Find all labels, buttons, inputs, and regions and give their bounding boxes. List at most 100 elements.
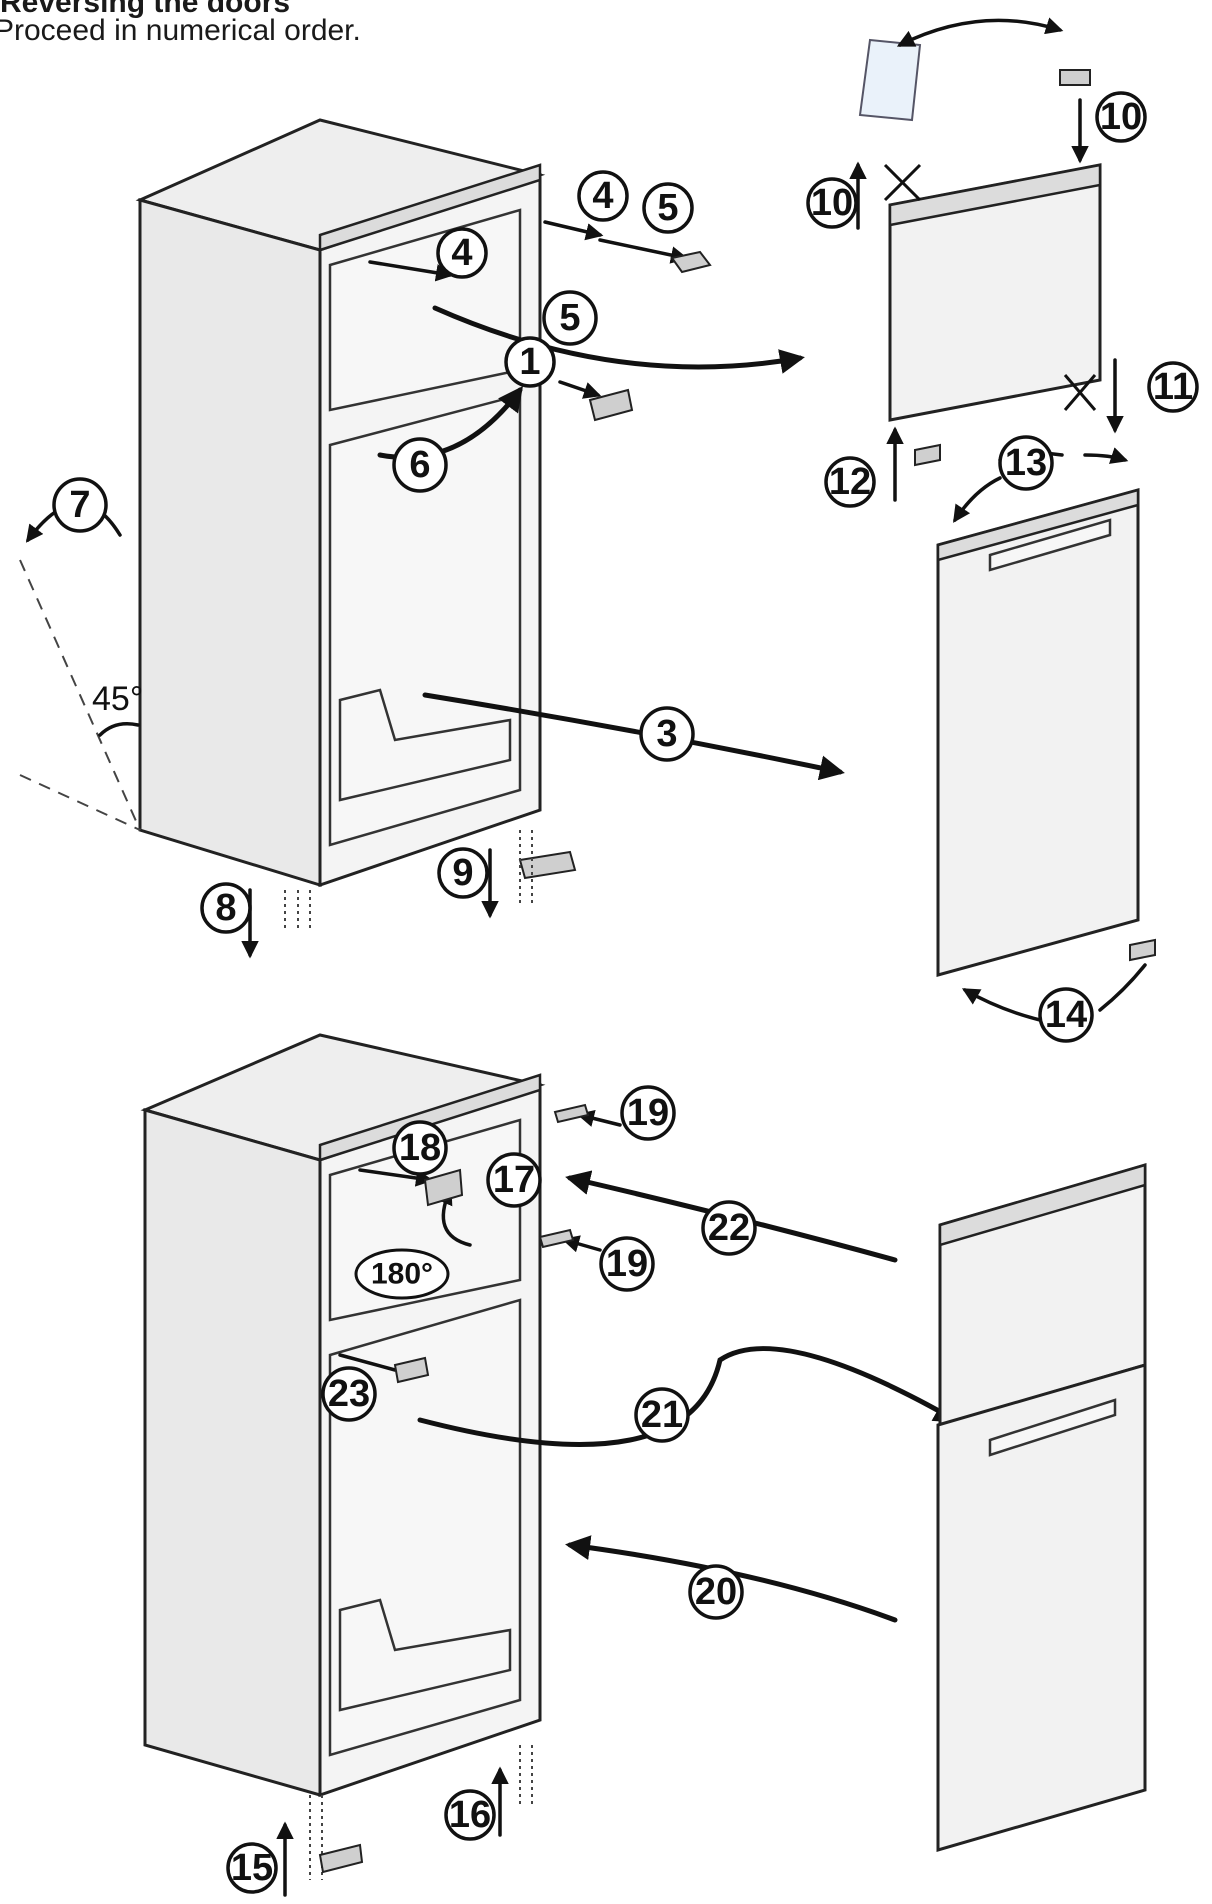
crisper-drawer: [338, 688, 512, 802]
step-13-arrow-left: [953, 476, 1002, 523]
bottom-screw-guides: [284, 890, 311, 930]
swap-arrow: [896, 17, 1064, 47]
tilt-guide: 45°: [19, 502, 143, 831]
step-21-number: 21: [641, 1394, 683, 1436]
step-11-number: 11: [1153, 366, 1193, 408]
step-4a-number: 4: [451, 232, 472, 274]
step-12-badge: 12: [824, 456, 876, 508]
step-8-badge: 8: [200, 882, 252, 934]
step-19a-badge: 19: [620, 1085, 676, 1141]
step-3-number: 3: [656, 713, 677, 755]
step-23-badge: 23: [321, 1366, 377, 1422]
bottom-hinge-reversed: [318, 1843, 364, 1874]
step-15-number: 15: [231, 1847, 273, 1889]
doors-reinstalled: [936, 1162, 1147, 1852]
step-4-arrow-left: [368, 260, 454, 282]
middle-hinge-reversed: [393, 1356, 430, 1384]
step-5a-badge: 5: [642, 182, 694, 234]
cover-plug-bottom: [538, 1228, 575, 1249]
step-20-arrow: [565, 1535, 898, 1623]
step-5-arrow-door: [432, 305, 805, 374]
fridge-top-assembly: [135, 118, 546, 888]
freezer-hinge-part: [914, 443, 941, 467]
rotation-label: 180°: [371, 1258, 433, 1291]
step-10a-badge: 10: [806, 177, 858, 229]
step-20-number: 20: [695, 1571, 737, 1613]
step-13-arrow-right: [1083, 447, 1129, 464]
step-19-arrow-top: [576, 1109, 622, 1127]
step-16-number: 16: [449, 1794, 491, 1836]
step-12-number: 12: [829, 461, 871, 503]
step-4a-badge: 4: [436, 227, 488, 279]
reassembly-arrows: [276, 1109, 960, 1897]
freezer-door-removed: [849, 98, 1124, 502]
step-16-badge: 16: [444, 1789, 496, 1841]
freezer-door-handle: [888, 163, 1102, 227]
step-5b-badge: 5: [542, 290, 598, 346]
header-title: Reversing the doors: [0, 0, 291, 19]
bottom-door-hinge-part: [1129, 938, 1156, 962]
step-14-badge: 14: [1038, 987, 1094, 1043]
angle-arc: [98, 722, 140, 737]
rotation-label-group: 180°: [354, 1248, 450, 1300]
reversed-hinge-part: [423, 1168, 464, 1207]
fridge-door-handle: [988, 518, 1112, 572]
step-10a-number: 10: [811, 182, 853, 224]
step-10b-number: 10: [1100, 96, 1142, 138]
step-8-number: 8: [215, 887, 236, 929]
step-4b-number: 4: [592, 175, 613, 217]
fridge-bottom-assembly: [140, 1033, 546, 1798]
fridge-door: [936, 488, 1140, 977]
step-10b-badge: 10: [1095, 91, 1147, 143]
step-6-number: 6: [409, 444, 430, 486]
step-15-badge: 15: [226, 1842, 278, 1894]
step-20-badge: 20: [688, 1564, 744, 1620]
step-1-badge: 1: [504, 336, 556, 388]
step-7-number: 7: [69, 484, 90, 526]
step-23-arrow: [338, 1353, 397, 1372]
parts-bag: [858, 38, 922, 122]
fridge2-side-panel: [143, 1108, 322, 1797]
fridge-door-removed: [936, 447, 1156, 1022]
step-19a-number: 19: [627, 1092, 669, 1134]
bottom-hinge-part: [518, 850, 577, 880]
fridge2-crisper-drawer: [338, 1598, 512, 1712]
rotation-ellipse: [354, 1248, 450, 1300]
step-22-number: 22: [708, 1207, 750, 1249]
step-14-arrow-right: [1098, 963, 1147, 1012]
step-6-badge: 6: [392, 437, 448, 493]
step-17-number: 17: [493, 1159, 535, 1201]
fridge-door2-handle: [988, 1398, 1117, 1457]
step-3-arrow: [422, 692, 845, 781]
step-21-badge: 21: [634, 1387, 690, 1443]
fridge2-screw-guides-right: [519, 1745, 533, 1805]
step-18-number: 18: [399, 1127, 441, 1169]
top-hinge-part: [670, 250, 712, 274]
spare-parts-bag: [858, 17, 1091, 122]
top-hinge-strip: [318, 163, 542, 252]
step-5a-number: 5: [657, 187, 678, 229]
step-18-badge: 18: [392, 1120, 448, 1176]
step-18-arrow: [358, 1168, 434, 1187]
cover-plug-top: [553, 1103, 590, 1124]
angle-label: 45°: [92, 680, 143, 718]
step-11-badge: 11: [1147, 361, 1199, 413]
reassembly-parts: [318, 1103, 590, 1874]
fridge2-hinge-strip: [318, 1073, 542, 1162]
step-5b-number: 5: [559, 297, 580, 339]
step-9-number: 9: [452, 852, 473, 894]
step-4b-badge: 4: [577, 170, 629, 222]
step-22-badge: 22: [701, 1200, 757, 1256]
step-13-badge: 13: [998, 435, 1054, 491]
step-23-number: 23: [328, 1373, 370, 1415]
step-19-arrow-bottom: [561, 1235, 602, 1253]
step-9-badge: 9: [437, 847, 489, 899]
fridge2-screw-guides-left: [309, 1795, 323, 1880]
step-3-badge: 3: [639, 706, 695, 762]
step-1-number: 1: [519, 341, 540, 383]
step-19b-number: 19: [606, 1243, 648, 1285]
step-14-number: 14: [1045, 994, 1087, 1036]
step-1-arrow: [558, 380, 602, 399]
freezer-door2-handle: [938, 1163, 1147, 1247]
